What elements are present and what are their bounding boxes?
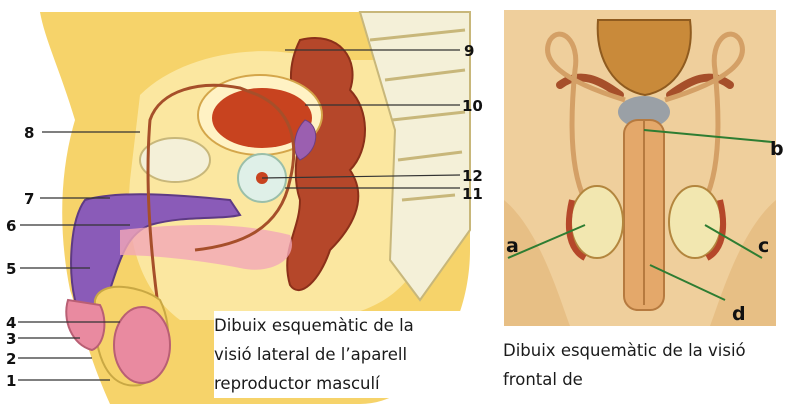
frontal-label-b: b bbox=[770, 138, 784, 160]
label-12: 12 bbox=[462, 167, 483, 185]
label-4: 4 bbox=[6, 314, 16, 332]
frontal-view-caption: Dibuix esquemàtic de la visió frontal de bbox=[503, 336, 787, 394]
label-8: 8 bbox=[24, 124, 34, 142]
lateral-caption-line-2: visió lateral de l’aparell bbox=[214, 340, 499, 369]
frontal-caption-line-2: frontal de bbox=[503, 365, 787, 394]
label-1: 1 bbox=[6, 372, 16, 390]
label-5: 5 bbox=[6, 260, 16, 278]
lateral-caption-line-3: reproductor masculí bbox=[214, 369, 499, 398]
label-7: 7 bbox=[24, 190, 34, 208]
lateral-view-caption: Dibuix esquemàtic de la visió lateral de… bbox=[214, 311, 499, 398]
testis bbox=[114, 307, 170, 383]
label-2: 2 bbox=[6, 350, 16, 368]
frontal-label-a: a bbox=[506, 235, 519, 257]
label-6: 6 bbox=[6, 217, 16, 235]
label-11: 11 bbox=[462, 185, 483, 203]
label-10: 10 bbox=[462, 97, 483, 115]
frontal-testis-left bbox=[571, 186, 623, 258]
frontal-label-d: d bbox=[732, 303, 746, 325]
frontal-testis-right bbox=[669, 186, 721, 258]
pubic-bone bbox=[140, 138, 210, 182]
frontal-label-c: c bbox=[758, 235, 769, 257]
frontal-caption-line-1: Dibuix esquemàtic de la visió bbox=[503, 336, 787, 365]
glans bbox=[66, 300, 104, 350]
lateral-caption-line-1: Dibuix esquemàtic de la bbox=[214, 311, 499, 340]
label-3: 3 bbox=[6, 330, 16, 348]
label-9: 9 bbox=[464, 42, 474, 60]
